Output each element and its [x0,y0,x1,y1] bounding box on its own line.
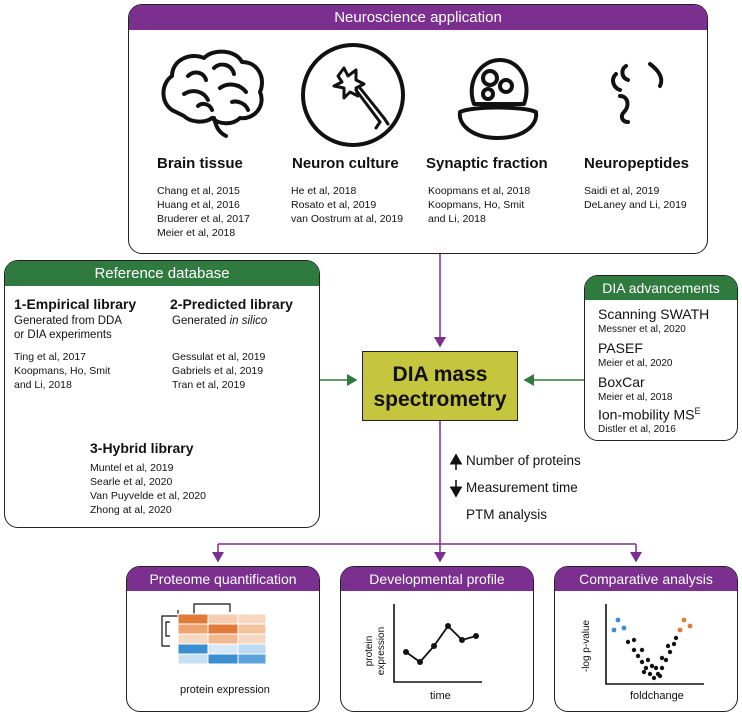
empirical-subtitle: or DIA experiments [14,329,112,341]
developmental-line-graphic [393,604,482,683]
citation: Meier et al, 2018 [598,392,673,403]
citation: Searle et al, 2020 [90,476,173,488]
ion-mobility-superscript: E [694,406,701,416]
neuropeptide-icon [611,62,664,124]
neuroscience-header: Neuroscience application [129,5,707,30]
comparative-header: Comparative analysis [555,567,737,591]
neuroscience-application-box [128,4,708,254]
neuron-icon [301,43,405,147]
citation: and Li, 2018 [14,379,72,391]
dia-title-line2: spectrometry [373,388,507,411]
scanning-swath-label: Scanning SWATH [598,306,710,322]
advancements-header: DIA advancements [585,276,737,300]
neuron-culture-title: Neuron culture [292,155,399,172]
citation: Chang et al, 2015 [157,185,240,197]
reference-header-text: Reference database [94,265,230,282]
predicted-subtitle-italic: in silico [229,315,268,327]
citation: DeLaney and Li, 2019 [584,199,687,211]
dia-title-line1: DIA mass [392,363,488,386]
citation: and Li, 2018 [428,213,486,225]
proteome-header-text: Proteome quantification [149,571,297,587]
citation: Koopmans, Ho, Smit [428,199,525,211]
citation: Gessulat et al, 2019 [172,351,266,363]
predicted-subtitle-prefix: Generated [172,315,227,327]
measurement-time-label: Measurement time [466,480,578,495]
ptm-analysis-label: PTM analysis [466,507,548,522]
comparative-xlabel: foldchange [630,690,684,702]
dia-advancements-box [584,275,738,441]
empirical-subtitle: Generated from DDA [14,315,123,327]
proteome-xlabel: protein expression [180,684,270,696]
developmental-header-text: Developmental profile [369,571,505,587]
heatmap-graphic [161,603,267,665]
citation: Meier et al, 2020 [598,358,673,369]
predicted-subtitle: Generated in silico [172,314,267,328]
developmental-header: Developmental profile [341,567,533,591]
comparative-ylabel: -log p-value [581,619,592,673]
brain-icon [161,49,264,138]
developmental-ylabel: protein expression [364,626,387,676]
citation: Ting et al, 2017 [14,351,86,363]
pasef-label: PASEF [598,340,643,356]
citation: Bruderer et al, 2017 [157,213,250,225]
synapse-icon [457,58,539,140]
synaptic-fraction-title: Synaptic fraction [426,155,548,172]
citation: Tran et al, 2019 [172,379,246,391]
reference-header: Reference database [5,261,319,286]
citation: Van Puyvelde et al, 2020 [90,490,206,502]
citation: Zhong at al, 2020 [90,504,172,516]
comparative-header-text: Comparative analysis [579,571,713,587]
proteome-header: Proteome quantification [127,567,319,591]
citation: Saidi et al, 2019 [584,185,660,197]
reference-database-box [4,260,320,528]
citation: Gabriels et al, 2019 [172,365,264,377]
volcano-plot-graphic [605,604,704,685]
empirical-library-title: 1-Empirical library [14,296,137,312]
predicted-library-title: 2-Predicted library [170,296,293,312]
neuropeptides-title: Neuropeptides [584,155,690,172]
citation: Muntel et al, 2019 [90,462,174,474]
citation: Distler et al, 2016 [598,424,676,435]
developmental-xlabel: time [430,690,451,702]
citation: van Oostrum at al, 2019 [291,213,404,225]
ion-mobility-text: Ion-mobility MS [598,406,695,423]
citation: He et al, 2018 [291,185,357,197]
citation: Meier et al, 2018 [157,227,236,239]
dia-mass-spectrometry-box: DIA mass spectrometry [362,351,518,421]
citation: Huang et al, 2016 [157,199,240,211]
number-of-proteins-label: Number of proteins [466,453,581,468]
citation: Messner et al, 2020 [598,324,686,335]
citation: Koopmans et al, 2018 [428,185,531,197]
ion-mobility-label: Ion-mobility MSE [598,406,700,423]
advancements-header-text: DIA advancements [602,280,720,296]
neuroscience-header-text: Neuroscience application [334,9,502,26]
brain-tissue-title: Brain tissue [157,155,243,172]
boxcar-label: BoxCar [598,374,645,390]
citation: Rosato et al, 2019 [291,199,377,211]
citation: Koopmans, Ho, Smit [14,365,111,377]
hybrid-library-title: 3-Hybrid library [90,440,194,456]
